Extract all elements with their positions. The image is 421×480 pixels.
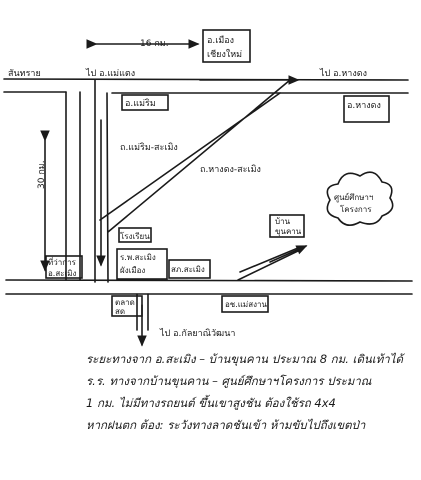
hang-dong-box [343, 95, 390, 123]
note-line-2: ร.ร. ทางจากบ้านขุนคาน – ศูนย์ศึกษาฯโครงก… [86, 374, 372, 388]
road-label-hang-dong-samoeng: ถ.หางดง-สะเมิง [200, 164, 261, 175]
road-label-to-hang-dong: ไป อ.หางดง [319, 68, 367, 79]
south-road [136, 293, 149, 331]
label-school: โรงเรียน [120, 231, 150, 241]
notes-block: ระยะทางจาก อ.สะเมิง – บ้านขุนคาน ประมาณ … [86, 348, 418, 436]
center-road [94, 79, 109, 283]
note-line-4: หากฝนตก ต้อง: ระวังทางลาดชันเข้า ห้ามขับ… [86, 418, 366, 432]
distance-left-label: 30 กม. [37, 160, 47, 189]
label-mae-sangan: อช.แม่สงาน [225, 300, 267, 309]
label-market-line2: สด [115, 307, 125, 316]
label-hospital-line2: ผังเมือง [120, 266, 145, 275]
mae-rim-box [121, 94, 169, 111]
label-hospital-line1: ร.พ.สะเมิง [120, 253, 156, 262]
label-samoeng-line2: อ.สะเมิง [48, 269, 77, 278]
samoeng-office-box [45, 255, 83, 279]
diagonal-road [99, 79, 291, 233]
label-reserve-line1: ศูนย์ศึกษาฯ [334, 192, 373, 203]
east-arrow [269, 245, 308, 263]
label-mueang-line1: อ.เมือง [207, 35, 234, 46]
reserve-center-cloud [326, 171, 394, 226]
label-police: สภ.สะเมิง [171, 265, 205, 274]
label-khun-khan-line2: ขุนคาน [275, 227, 302, 236]
road-label-to-mae-rim: ไป อ.แม่แตง [85, 68, 135, 79]
label-hang-dong: อ.หางดง [347, 101, 381, 111]
mueang-chiangmai-box [202, 29, 251, 63]
khun-khan-box [269, 214, 305, 238]
left-road [65, 91, 81, 281]
label-samoeng-line1: ที่ว่าการ [48, 256, 77, 267]
school-box [118, 227, 152, 243]
label-mueang-line2: เชียงใหม่ [207, 49, 242, 60]
road-label-top-left: สันทราย [8, 69, 41, 79]
bottom-road-upper [5, 279, 413, 282]
mae-sangan-box [221, 295, 269, 313]
distance-top-label: 16 กม. [140, 39, 169, 49]
label-mae-rim: อ.แม่ริม [125, 98, 156, 109]
police-box [168, 259, 211, 279]
label-reserve-line2: โครงการ [340, 204, 372, 214]
label-khun-khan-line1: บ้าน [275, 217, 291, 226]
label-market-line1: ตลาด [115, 298, 135, 307]
road-label-to-kalyani: ไป อ.กัลยาณิวัฒนา [159, 328, 235, 339]
hospital-box [116, 248, 168, 280]
note-line-3: 1 กม. ไม่มีทางรถยนต์ ขึ้นเขาสูงชัน ต้องใ… [86, 396, 336, 410]
east-spur [237, 247, 301, 281]
market-box [111, 295, 143, 317]
top-road-lower [3, 91, 409, 94]
note-line-1: ระยะทางจาก อ.สะเมิง – บ้านขุนคาน ประมาณ … [86, 352, 404, 366]
road-label-mae-rim-samoeng: ถ.แม่ริม-สะเมิง [120, 142, 178, 153]
